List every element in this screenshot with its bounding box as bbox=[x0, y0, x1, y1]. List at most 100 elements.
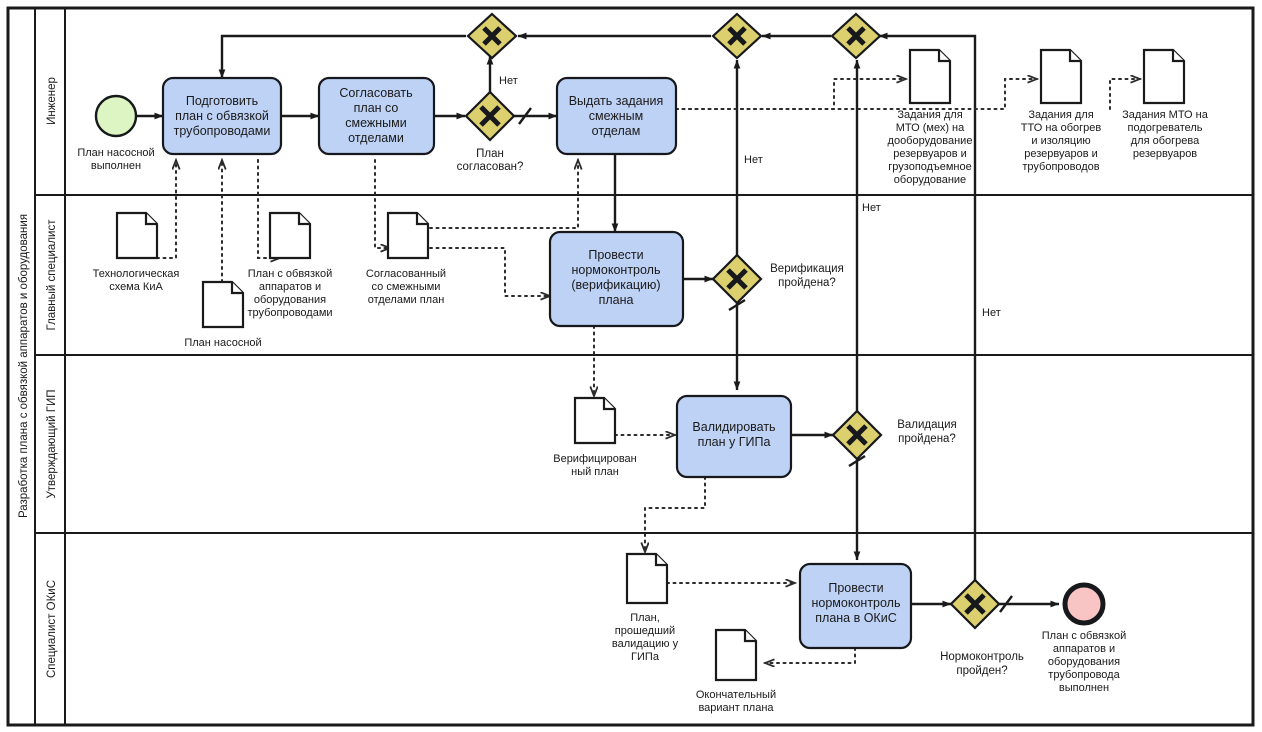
flow-label-no-validation: Нет bbox=[862, 202, 881, 214]
lane-label-okis-specialist: Специалист ОКиС bbox=[46, 580, 58, 678]
task-validate-gip-line1: Валидировать bbox=[692, 420, 775, 434]
doc-techscheme-line1: Технологическая bbox=[93, 268, 180, 280]
gateway-merge-top-left[interactable] bbox=[466, 12, 518, 60]
task-validate-gip-line2: план у ГИПа bbox=[698, 435, 771, 449]
lane-label-approving-gip-text: Утверждающий ГИП bbox=[46, 389, 58, 498]
assoc-okis-to-finalplan bbox=[765, 647, 856, 663]
task-normcontrol-okis-line1: Провести bbox=[828, 581, 883, 595]
data-object-tasks-mto-mech[interactable]: Задания для МТО (мех) на дооборудование … bbox=[888, 48, 973, 186]
doc-mtoheater-line2: подогреватель bbox=[1127, 122, 1202, 134]
start-event[interactable]: План насосной выполнен bbox=[77, 94, 155, 172]
doc-pumpplan-line1: План насосной bbox=[184, 337, 261, 349]
data-object-plan-with-binding[interactable]: План с обвязкой аппаратов и оборудования… bbox=[247, 211, 333, 319]
doc-verifiedplan-line2: ный план bbox=[571, 466, 619, 478]
doc-mtomech-line5: грузоподъемное bbox=[888, 161, 971, 173]
default-marker-plan-approved bbox=[518, 107, 532, 125]
doc-mtoheater-line3: для обогрева bbox=[1131, 135, 1200, 147]
task-prepare-plan-line1: Подготовить bbox=[186, 94, 258, 108]
end-event[interactable]: План с обвязкой аппаратов и оборудования… bbox=[1042, 582, 1126, 694]
task-normcontrol-okis-line3: плана в ОКиС bbox=[815, 611, 896, 625]
doc-mtomech-line1: Задания для bbox=[897, 109, 962, 121]
doc-finalplan-line1: Окончательный bbox=[696, 689, 776, 701]
task-normcontrol-okis[interactable]: Провести нормоконтроль плана в ОКиС bbox=[798, 562, 913, 650]
task-approve-plan[interactable]: Согласовать план со смежными отделами bbox=[317, 76, 436, 156]
data-object-final-plan-version[interactable]: Окончательный вариант плана bbox=[696, 628, 776, 714]
gateway-normcontrol-passed[interactable]: Нормоконтроль пройден? bbox=[940, 578, 1024, 677]
task-normcontrol-line2: нормоконтроль bbox=[572, 263, 661, 277]
doc-planbinding-line4: трубопроводами bbox=[247, 307, 332, 319]
pool-label: Разработка плана с обвязкой аппаратов и … bbox=[18, 214, 30, 518]
doc-ttoheating-line5: трубопроводов bbox=[1022, 161, 1099, 173]
flow-merge-to-prepare bbox=[218, 34, 466, 79]
gateway-verification-line1: Верификация bbox=[770, 263, 844, 275]
doc-mtomech-line4: резервуаров и bbox=[893, 148, 967, 160]
data-associations bbox=[156, 79, 1140, 663]
task-normcontrol-line3: (верификацию) bbox=[571, 278, 660, 292]
doc-ttoheating-line2: ТТО на обогрев bbox=[1021, 122, 1102, 134]
doc-approveddepts-line2: со смежными bbox=[372, 281, 441, 293]
flow-label-no-verification: Нет bbox=[744, 154, 763, 166]
assoc-approve-to-approveddoc bbox=[374, 159, 390, 248]
task-normcontrol-line4: плана bbox=[599, 293, 634, 307]
data-object-verified-plan[interactable]: Верифицирован ный план bbox=[553, 396, 637, 478]
task-normcontrol-line1: Провести bbox=[588, 248, 643, 262]
doc-gipvalidated-line2: прошедший bbox=[615, 625, 675, 637]
lane-label-okis-specialist-text: Специалист ОКиС bbox=[46, 580, 58, 678]
doc-mtomech-line2: МТО (мех) на bbox=[896, 122, 965, 134]
doc-ttoheating-line4: резервуаров и bbox=[1024, 148, 1098, 160]
gateway-plan-approved-line1: План bbox=[476, 148, 504, 160]
task-issue-tasks-line1: Выдать задания bbox=[569, 94, 664, 108]
end-event-line5: выполнен bbox=[1059, 682, 1109, 694]
doc-verifiedplan-line1: Верифицирован bbox=[553, 453, 637, 465]
data-object-tasks-tto-heating[interactable]: Задания для ТТО на обогрев и изоляцию ре… bbox=[1021, 48, 1102, 173]
gateway-validation-line1: Валидация bbox=[897, 419, 957, 431]
task-approve-plan-line1: Согласовать bbox=[339, 86, 412, 100]
task-approve-plan-line2: план со bbox=[354, 101, 399, 115]
assoc-validate-to-gipvalidated bbox=[645, 476, 706, 552]
task-normcontrol-verification[interactable]: Провести нормоконтроль (верификацию) пла… bbox=[548, 230, 685, 328]
data-object-tasks-mto-heater[interactable]: Задания МТО на подогреватель для обогрев… bbox=[1122, 48, 1209, 160]
doc-approveddepts-line1: Согласованный bbox=[366, 268, 446, 280]
doc-gipvalidated-line1: План, bbox=[630, 612, 660, 624]
doc-ttoheating-line1: Задания для bbox=[1028, 109, 1093, 121]
flow-label-no-3: Нет bbox=[862, 202, 881, 214]
data-object-approved-with-depts[interactable]: Согласованный со смежными отделами план bbox=[366, 211, 446, 306]
flow-label-no-1: Нет bbox=[499, 75, 518, 87]
lane-label-engineer: Инженер bbox=[46, 77, 58, 125]
lane-label-chief-specialist: Главный специалист bbox=[46, 219, 58, 331]
gateway-validation-passed[interactable]: Валидация пройдена? bbox=[831, 409, 957, 461]
flow-normcontrol-no-up bbox=[878, 32, 977, 580]
doc-planbinding-line2: аппаратов и bbox=[259, 281, 321, 293]
doc-approveddepts-line3: отделами план bbox=[368, 294, 445, 306]
data-object-tech-scheme-kia[interactable]: Технологическая схема КиА bbox=[93, 211, 180, 293]
task-approve-plan-line4: отделами bbox=[348, 131, 404, 145]
gateway-verification-line2: пройдена? bbox=[778, 277, 836, 289]
pool-label-text: Разработка плана с обвязкой аппаратов и … bbox=[18, 214, 30, 518]
assoc-issue-to-ttoheating bbox=[675, 79, 1037, 110]
doc-planbinding-line1: План с обвязкой bbox=[248, 268, 332, 280]
end-event-line3: оборудования bbox=[1048, 656, 1120, 668]
gateway-plan-approved[interactable]: План согласован? bbox=[457, 90, 524, 173]
end-event-line1: План с обвязкой bbox=[1042, 630, 1126, 642]
task-prepare-plan-line2: план с обвязкой bbox=[175, 109, 269, 123]
task-validate-gip[interactable]: Валидировать план у ГИПа bbox=[675, 394, 793, 479]
data-object-pump-station-plan[interactable]: План насосной bbox=[184, 280, 262, 349]
doc-mtoheater-line4: резервуаров bbox=[1133, 148, 1197, 160]
gateway-merge-top-right[interactable] bbox=[830, 12, 882, 60]
gateway-normcontrol-line2: пройден? bbox=[956, 665, 1007, 677]
gateway-merge-top-mid[interactable] bbox=[711, 12, 763, 60]
lane-label-approving-gip: Утверждающий ГИП bbox=[46, 389, 58, 498]
task-prepare-plan[interactable]: Подготовить план с обвязкой трубопровода… bbox=[161, 76, 283, 156]
data-object-gip-validated-plan[interactable]: План, прошедший валидацию у ГИПа bbox=[612, 552, 679, 663]
gateway-verification-passed[interactable]: Верификация пройдена? bbox=[711, 253, 844, 305]
flow-label-no-4: Нет bbox=[982, 307, 1001, 319]
task-issue-tasks[interactable]: Выдать задания смежным отделам bbox=[555, 76, 678, 156]
start-event-label-line1: План насосной bbox=[77, 147, 154, 159]
doc-techscheme-line2: схема КиА bbox=[109, 281, 163, 293]
doc-mtoheater-line1: Задания МТО на bbox=[1122, 109, 1209, 121]
gateway-plan-approved-line2: согласован? bbox=[457, 161, 524, 173]
flow-label-no-2: Нет bbox=[744, 154, 763, 166]
end-event-line2: аппаратов и bbox=[1053, 643, 1115, 655]
